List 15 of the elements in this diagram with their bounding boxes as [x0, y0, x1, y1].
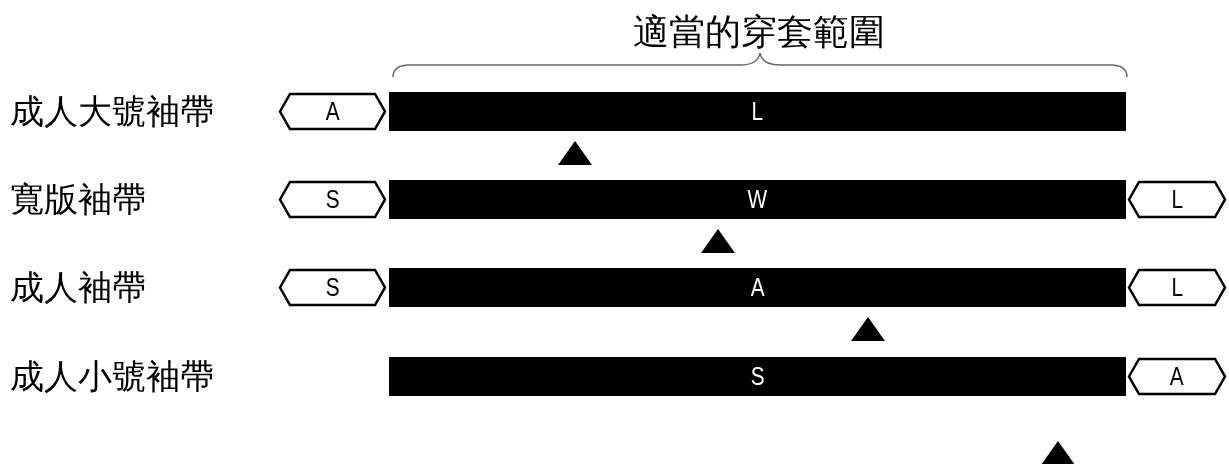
size-range-bar: W — [389, 180, 1126, 219]
row-label: 成人大號袖帶 — [10, 94, 214, 128]
size-tag: L — [1127, 180, 1227, 219]
size-range-bar: A — [389, 268, 1126, 307]
range-heading: 適當的穿套範圍 — [633, 14, 885, 50]
row-label: 成人袖帶 — [10, 270, 146, 304]
size-range-bar: S — [389, 357, 1126, 396]
size-tag: S — [278, 180, 387, 219]
row-label: 成人小號袖帶 — [10, 359, 214, 393]
size-tag: S — [278, 268, 387, 307]
size-range-bar: L — [389, 92, 1126, 131]
row-label: 寬版袖帶 — [10, 182, 146, 216]
size-tag: A — [1127, 357, 1227, 396]
size-tag: L — [1127, 268, 1227, 307]
size-tag: A — [278, 92, 387, 131]
